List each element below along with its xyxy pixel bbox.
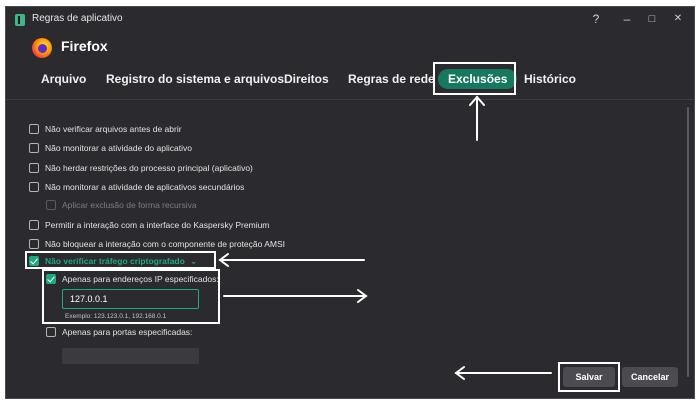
tab-direitos[interactable]: Direitos — [284, 72, 329, 86]
arrow-up-head — [469, 95, 485, 106]
help-icon[interactable]: ? — [592, 12, 600, 26]
option-label: Aplicar exclusão de forma recursiva — [62, 200, 197, 210]
arrow-left-head — [218, 253, 229, 267]
option-no-scan-encrypted-traffic[interactable]: Não verificar tráfego criptografado ⌄ — [29, 254, 197, 268]
ip-highlight-box — [42, 269, 220, 324]
checkbox-checked[interactable] — [29, 256, 39, 266]
save-button[interactable]: Salvar — [563, 367, 615, 387]
option-label: Não monitorar a atividade de aplicativos… — [45, 182, 245, 192]
ip-example-hint: Exemplo: 123.123.0.1, 192.168.0.1 — [65, 313, 167, 320]
option-no-scan-before-open[interactable]: Não verificar arquivos antes de abrir — [29, 122, 182, 136]
option-label: Apenas para portas especificadas: — [62, 327, 193, 337]
maximize-icon[interactable]: □ — [648, 13, 656, 25]
option-apply-recursive: Aplicar exclusão de forma recursiva — [46, 198, 197, 212]
checkbox-disabled — [46, 200, 56, 210]
checkbox-checked[interactable] — [46, 274, 56, 284]
checkbox[interactable] — [46, 327, 56, 337]
checkbox[interactable] — [29, 220, 39, 230]
checkbox[interactable] — [29, 182, 39, 192]
option-label: Apenas para endereços IP especificados: — [62, 274, 219, 284]
cancel-button[interactable]: Cancelar — [622, 367, 678, 387]
option-ip-only[interactable]: Apenas para endereços IP especificados: — [46, 272, 219, 286]
encrypted-traffic-highlight-box — [25, 251, 216, 269]
minimize-icon[interactable]: – — [623, 12, 631, 26]
tab-divider — [6, 99, 694, 100]
option-label: Não verificar tráfego criptografado — [45, 256, 185, 266]
checkbox[interactable] — [29, 239, 39, 249]
tab-exclusoes[interactable]: Exclusões — [438, 69, 518, 89]
app-rules-window: Regras de aplicativo ? – □ ✕ Firefox Arq… — [5, 6, 695, 399]
option-label: Permitir a interação com a interface do … — [45, 220, 270, 230]
app-name: Firefox — [61, 38, 108, 54]
arrow-save-head — [454, 366, 465, 380]
chevron-down-icon[interactable]: ⌄ — [189, 255, 198, 266]
window-title: Regras de aplicativo — [32, 13, 123, 24]
option-no-inherit-restrictions[interactable]: Não herdar restrições do processo princi… — [29, 161, 253, 175]
firefox-icon — [32, 38, 52, 58]
option-no-monitor-app[interactable]: Não monitorar a atividade do aplicativo — [29, 141, 192, 155]
checkbox[interactable] — [29, 143, 39, 153]
scrollbar[interactable] — [687, 107, 689, 377]
option-label: Não monitorar a atividade do aplicativo — [45, 143, 192, 153]
title-bar: Regras de aplicativo ? – □ ✕ — [6, 7, 694, 31]
tab-historico[interactable]: Histórico — [524, 72, 577, 86]
option-label: Não herdar restrições do processo princi… — [45, 163, 253, 173]
ip-address-input[interactable]: 127.0.0.1 — [62, 289, 199, 309]
tab-highlight-box — [433, 62, 516, 95]
tab-arquivo[interactable]: Arquivo — [41, 72, 87, 86]
tab-regras-de-rede[interactable]: Regras de rede — [348, 72, 435, 86]
annotation-arrows — [218, 95, 552, 380]
kaspersky-logo-icon — [15, 14, 25, 26]
checkbox[interactable] — [29, 124, 39, 134]
option-no-block-amsi[interactable]: Não bloquear a interação com o component… — [29, 237, 285, 251]
checkbox[interactable] — [29, 163, 39, 173]
option-label: Não verificar arquivos antes de abrir — [45, 124, 182, 134]
arrow-right-head — [357, 289, 368, 303]
option-allow-kaspersky-ui[interactable]: Permitir a interação com a interface do … — [29, 218, 269, 232]
option-no-monitor-child-apps[interactable]: Não monitorar a atividade de aplicativos… — [29, 180, 244, 194]
close-icon[interactable]: ✕ — [673, 13, 683, 24]
save-highlight-box — [558, 362, 620, 392]
option-port-only[interactable]: Apenas para portas especificadas: — [46, 325, 192, 339]
port-input[interactable] — [62, 348, 199, 364]
tab-registro[interactable]: Registro do sistema e arquivos — [106, 72, 285, 86]
option-label: Não bloquear a interação com o component… — [45, 239, 286, 249]
